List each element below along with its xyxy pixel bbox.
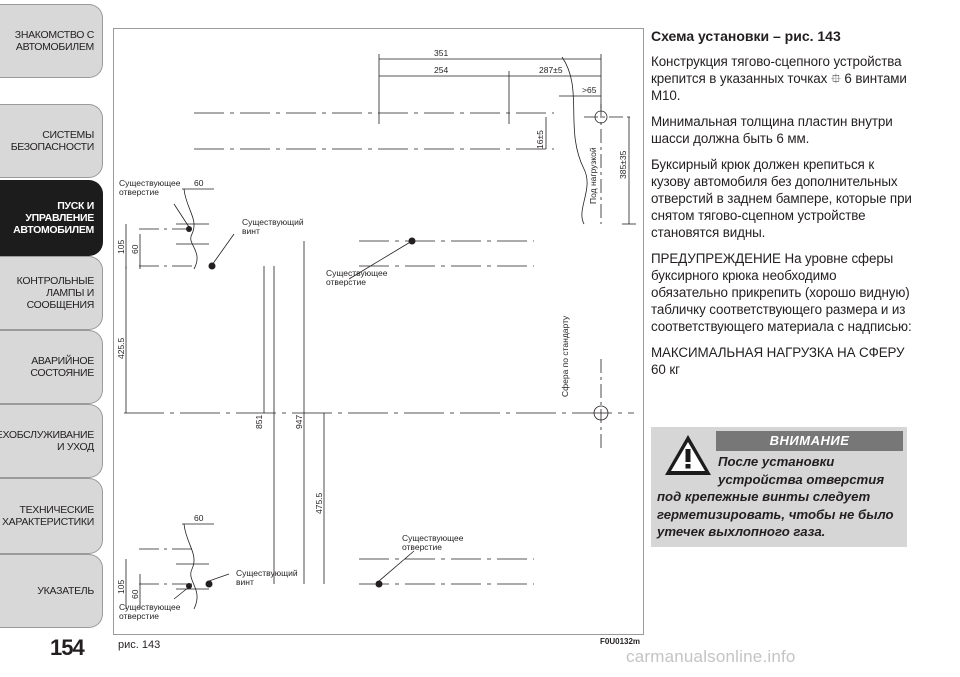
tab-warning-lights-label: КОНТРОЛЬНЫЕ ЛАМПЫ И СООБЩЕНИЯ xyxy=(16,275,95,311)
dim-16: 16±5 xyxy=(535,130,545,149)
label-hole-mid: Существующее отверстие xyxy=(326,268,388,287)
dim-947: 947 xyxy=(294,415,304,429)
diagram-drawing: 351 254 287±5 >65 16±5 385±35 Под нагруз… xyxy=(116,48,636,610)
dim-351: 351 xyxy=(434,48,448,58)
figure-caption: рис. 143 xyxy=(118,639,161,651)
tab-index-label: УКАЗАТЕЛЬ xyxy=(37,585,94,597)
paragraph-1: Конструкция тягово-сцепного устройства к… xyxy=(651,54,907,103)
tab-intro[interactable]: ЗНАКОМСТВО С АВТОМОБИЛЕМ xyxy=(0,4,103,78)
text-column: Схема установки – рис. 143 Конструкция т… xyxy=(651,28,913,387)
installation-diagram: 351 254 287±5 >65 16±5 385±35 Под нагруз… xyxy=(113,28,644,635)
dim-425: 425.5 xyxy=(116,337,126,359)
dim-475: 475.5 xyxy=(314,492,324,514)
label-load: Под нагрузкой xyxy=(588,147,598,204)
paragraph-4: ПРЕДУПРЕЖДЕНИЕ На уровне сферы буксирног… xyxy=(651,251,912,334)
label-sphere: Сфера по стандарту xyxy=(560,315,570,397)
tab-safety[interactable]: СИСТЕМЫ БЕЗОПАСНОСТИ xyxy=(0,104,103,178)
dim-60v-top: 60 xyxy=(130,244,140,254)
warning-box: ВНИМАНИЕ После установки устройства отве… xyxy=(651,427,907,547)
tab-specs[interactable]: ТЕХНИЧЕСКИЕ ХАРАКТЕРИСТИКИ xyxy=(0,478,103,554)
tab-maintenance[interactable]: ТЕХОБСЛУЖИВАНИЕ И УХОД xyxy=(0,404,103,478)
label-hole-low: Существующее отверстие xyxy=(402,533,464,552)
tab-starting-driving-label: ПУСК И УПРАВЛЕНИЕ АВТОМОБИЛЕМ xyxy=(13,200,94,236)
warning-text: После установки устройства отверстия под… xyxy=(657,453,903,541)
dim-105-top: 105 xyxy=(116,240,126,254)
warning-rest: под крепежные винты следует герметизиров… xyxy=(657,489,894,539)
tab-specs-label: ТЕХНИЧЕСКИЕ ХАРАКТЕРИСТИКИ xyxy=(1,504,94,528)
paragraph-5: МАКСИМАЛЬНАЯ НАГРУЗКА НА СФЕРУ 60 кг xyxy=(651,345,905,377)
dim-60-bot: 60 xyxy=(194,513,204,523)
tab-index[interactable]: УКАЗАТЕЛЬ xyxy=(0,554,103,628)
label-hole-bot: Существующее отверстие xyxy=(119,602,181,621)
warning-line-2: устройства отверстия xyxy=(718,471,885,487)
tab-safety-label: СИСТЕМЫ БЕЗОПАСНОСТИ xyxy=(10,129,95,153)
dim-385: 385±35 xyxy=(618,150,628,179)
dim-65: >65 xyxy=(582,85,597,95)
tab-warning-lights[interactable]: КОНТРОЛЬНЫЕ ЛАМПЫ И СООБЩЕНИЯ xyxy=(0,256,103,330)
tab-emergency-label: АВАРИЙНОЕ СОСТОЯНИЕ xyxy=(30,355,94,379)
label-screw-bot: Существующий винт xyxy=(236,568,298,587)
warning-line-1: После установки xyxy=(718,454,835,469)
paragraph-2: Минимальная толщина пластин внутри шасси… xyxy=(651,114,893,146)
section-heading: Схема установки – рис. 143 xyxy=(651,28,841,44)
label-hole-top: Существующее отверстие xyxy=(119,178,181,197)
label-screw-top: Существующий винт xyxy=(242,217,304,236)
tab-intro-label: ЗНАКОМСТВО С АВТОМОБИЛЕМ xyxy=(14,29,95,53)
dim-851: 851 xyxy=(254,415,264,429)
figure-code: F0U0132m xyxy=(600,637,641,646)
dim-254: 254 xyxy=(434,65,448,75)
dim-287: 287±5 xyxy=(539,65,563,75)
dim-60-top: 60 xyxy=(194,178,204,188)
watermark: carmanualsonline.info xyxy=(626,647,796,666)
warning-title: ВНИМАНИЕ xyxy=(716,431,903,451)
tab-emergency[interactable]: АВАРИЙНОЕ СОСТОЯНИЕ xyxy=(0,330,103,404)
dim-60v-bot: 60 xyxy=(130,589,140,599)
dim-105-bot: 105 xyxy=(116,580,126,594)
tab-starting-driving[interactable]: ПУСК И УПРАВЛЕНИЕ АВТОМОБИЛЕМ xyxy=(0,180,103,256)
warning-triangle-icon xyxy=(665,435,711,475)
tab-maintenance-label: ТЕХОБСЛУЖИВАНИЕ И УХОД xyxy=(0,429,94,453)
page-number: 154 xyxy=(50,635,85,660)
paragraph-3: Буксирный крюк должен крепиться к кузову… xyxy=(651,157,912,240)
